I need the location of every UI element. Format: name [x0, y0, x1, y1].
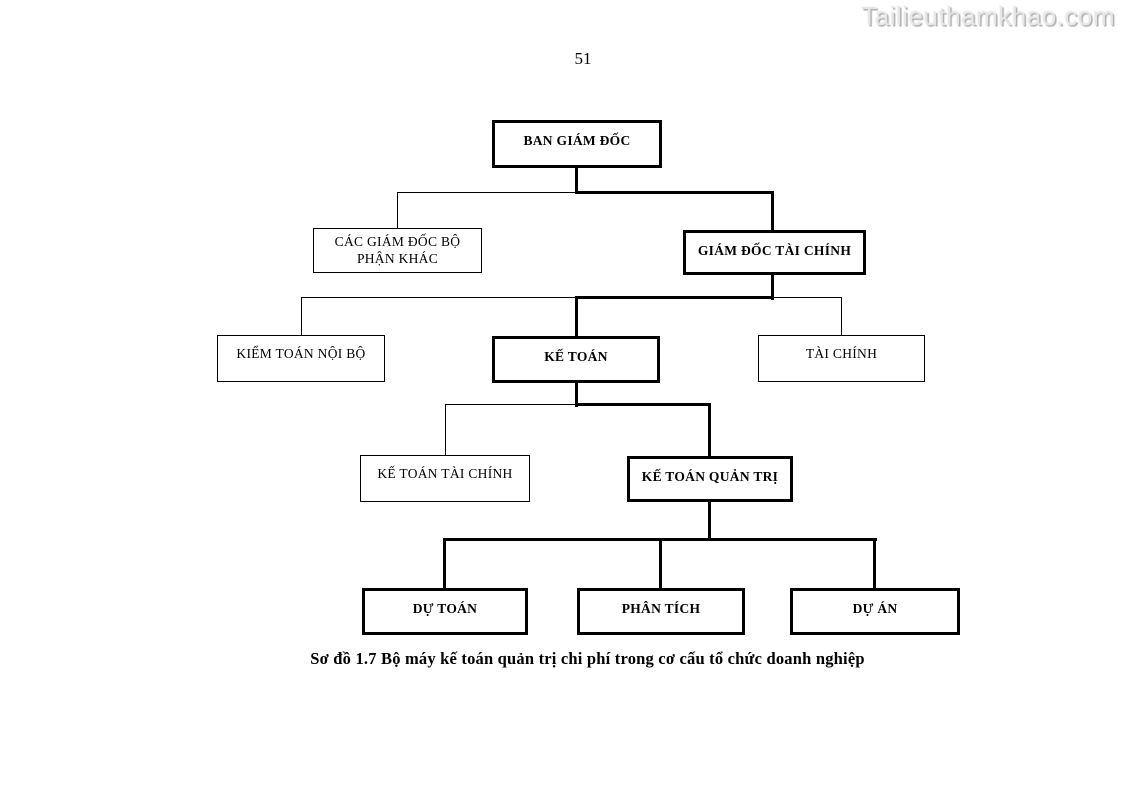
- connector-v-to-kiem-toan-noi-bo: [301, 297, 302, 337]
- connector-v-to-ke-toan-quan-tri: [708, 403, 711, 458]
- org-node-label: DỰ TOÁN: [412, 601, 478, 616]
- org-node-label: TÀI CHÍNH: [805, 346, 878, 361]
- connector-v-to-ke-toan: [575, 296, 578, 338]
- org-node-tai-chinh: TÀI CHÍNH: [758, 335, 925, 382]
- org-node-ke-toan-quan-tri: KẾ TOÁN QUẢN TRỊ: [627, 456, 793, 502]
- connector-trunk-ke-toan: [575, 381, 578, 407]
- org-node-label: KẾ TOÁN: [544, 349, 608, 364]
- org-node-du-an: DỰ ÁN: [790, 588, 960, 635]
- org-node-kiem-toan-noi-bo: KIỂM TOÁN NỘI BỘ: [217, 335, 385, 382]
- org-node-label: KẾ TOÁN QUẢN TRỊ: [641, 469, 779, 484]
- org-node-label: KẾ TOÁN TÀI CHÍNH: [377, 466, 513, 481]
- connector-v-to-cac-giam-doc: [397, 192, 398, 228]
- connector-trunk-giam-doc-tai-chinh: [771, 273, 774, 300]
- connector-h-to-ke-toan-quan-tri: [575, 403, 711, 406]
- org-node-giam-doc-tai-chinh: GIÁM ĐỐC TÀI CHÍNH: [683, 230, 866, 275]
- page-number: 51: [574, 49, 592, 68]
- connector-v-to-phan-tich: [659, 538, 662, 590]
- connector-h-to-cac-giam-doc: [397, 192, 577, 193]
- connector-trunk-ke-toan-quan-tri: [708, 500, 711, 541]
- diagram-caption: Sơ đồ 1.7 Bộ máy kế toán quản trị chi ph…: [310, 649, 865, 668]
- org-node-label: BAN GIÁM ĐỐC: [523, 133, 631, 148]
- org-node-label: DỰ ÁN: [852, 601, 898, 616]
- org-node-label: GIÁM ĐỐC TÀI CHÍNH: [697, 243, 852, 258]
- connector-v-to-tai-chinh: [841, 297, 842, 337]
- org-node-phan-tich: PHÂN TÍCH: [577, 588, 745, 635]
- org-node-ke-toan-tai-chinh: KẾ TOÁN TÀI CHÍNH: [360, 455, 530, 502]
- connector-h-to-ke-toan-tai-chinh: [445, 404, 576, 405]
- connector-trunk-ban-giam-doc: [575, 166, 578, 194]
- org-node-label: PHÂN TÍCH: [621, 601, 701, 616]
- connector-h-to-ke-toan: [575, 296, 774, 299]
- connector-h-to-kiem-toan-noi-bo: [301, 297, 577, 298]
- watermark: Tailieuthamkhao.com: [861, 1, 1115, 31]
- org-node-label: CÁC GIÁM ĐỐC BỘ PHẬN KHÁC: [334, 234, 461, 266]
- org-node-label: KIỂM TOÁN NỘI BỘ: [236, 346, 366, 361]
- org-node-ke-toan: KẾ TOÁN: [492, 336, 660, 383]
- connector-h-to-giam-doc-tai-chinh: [575, 191, 774, 194]
- org-node-du-toan: DỰ TOÁN: [362, 588, 528, 635]
- connector-v-to-du-toan: [443, 538, 446, 590]
- connector-v-to-giam-doc-tai-chinh: [771, 191, 774, 232]
- connector-v-to-du-an: [873, 538, 876, 590]
- connector-v-to-ke-toan-tai-chinh: [445, 404, 446, 457]
- org-node-ban-giam-doc: BAN GIÁM ĐỐC: [492, 120, 662, 168]
- connector-h-to-tai-chinh: [772, 297, 842, 298]
- org-node-cac-giam-doc-bo-phan-khac: CÁC GIÁM ĐỐC BỘ PHẬN KHÁC: [313, 228, 482, 273]
